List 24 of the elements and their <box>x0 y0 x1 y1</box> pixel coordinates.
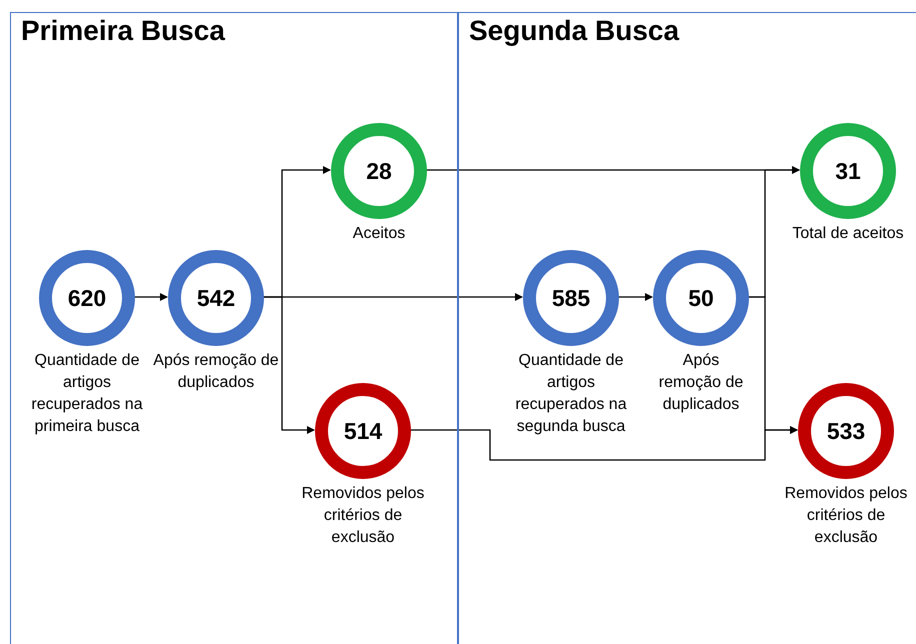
section-panel <box>458 12 916 644</box>
count-value: 533 <box>826 420 866 442</box>
circle-caption: Aceitos <box>352 224 406 244</box>
arrow <box>618 293 653 301</box>
circle-caption: Quantidade de artigos recuperados na primeira busca <box>30 351 144 437</box>
count-value: 50 <box>688 286 714 310</box>
count-value: 620 <box>68 286 106 310</box>
count-value: 585 <box>552 286 590 310</box>
count-value: 542 <box>196 286 236 310</box>
arrow <box>263 293 523 301</box>
panel-title: Primeira Busca <box>21 14 225 48</box>
count-value: 31 <box>835 160 861 182</box>
circle-caption: Removidos pelos critérios de exclusão <box>300 484 426 548</box>
count-value: 514 <box>344 420 382 442</box>
arrow <box>134 293 168 301</box>
section-panel <box>10 12 458 644</box>
circle-caption: Removidos pelos critérios de exclusão <box>784 484 908 548</box>
circle-caption: Total de aceitos <box>791 224 905 244</box>
circle-caption: Quantidade de artigos recuperados na segunda busca <box>514 351 628 437</box>
count-value: 28 <box>366 160 392 182</box>
circle-caption: Após remoção de duplicados <box>658 351 744 415</box>
circle-caption: Após remoção de duplicados <box>152 351 280 393</box>
panel-title: Segunda Busca <box>469 14 680 48</box>
arrow <box>410 426 798 461</box>
